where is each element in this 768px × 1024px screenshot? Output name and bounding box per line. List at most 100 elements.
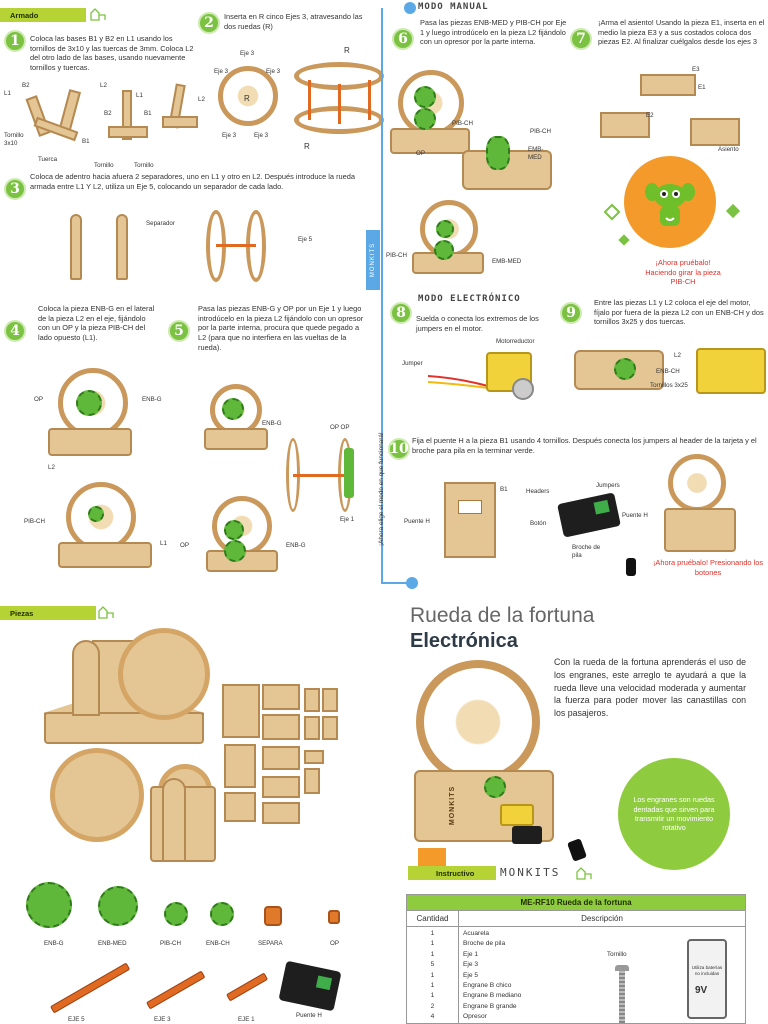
step-7-seat-b: [690, 118, 740, 146]
step-3-wheel-side: [206, 210, 270, 282]
part-eje5-rod: [50, 962, 131, 1014]
step-6-number: 6: [392, 28, 414, 50]
part-op: [328, 910, 340, 924]
label-pibch-6b: PIB-CH: [530, 128, 551, 135]
step-2-wheel-flat: [218, 66, 278, 126]
step-6-text: Pasa las piezas ENB-MED y PIB-CH por Eje…: [420, 18, 567, 47]
part-label-4: ENB-CH: [206, 940, 230, 947]
step-6-gear-c: [436, 220, 454, 238]
step-6-gear-a: [414, 86, 436, 108]
piece-l2-upright: [162, 778, 186, 862]
label-boton: Botón: [530, 520, 547, 527]
label-tornillo-b: Tornillo: [134, 162, 154, 169]
bom-table: ME-RF10 Rueda de la fortuna Cantidad Des…: [406, 894, 746, 1024]
label-broche: Broche de pila: [572, 544, 601, 560]
step-7-e1-piece: [640, 74, 696, 96]
step-10-final-base: [664, 508, 736, 552]
part-pibch-gear: [164, 902, 188, 926]
bom-col-qty: Cantidad: [407, 911, 459, 926]
bom-row-desc: Eje 5: [463, 971, 479, 979]
step-10-number: 10: [388, 438, 410, 460]
bom-row-qty: 1: [430, 940, 435, 948]
label-enbg-5b: ENB-G: [286, 542, 306, 549]
battery-voltage: 9V: [695, 985, 708, 996]
step-1-text: Coloca las bases B1 y B2 en L1 usando lo…: [30, 34, 194, 72]
step-10-board: [557, 492, 621, 538]
step-6-base: [390, 128, 470, 154]
monkits-side-label: MONKITS: [370, 242, 376, 278]
bom-header: ME-RF10 Rueda de la fortuna: [407, 895, 745, 911]
step-5-gear-enbg: [222, 398, 244, 420]
label-tornillo-3x10: Tornillo 3x10: [4, 132, 24, 148]
step-9-number: 9: [560, 302, 582, 324]
label-tornillo-a: Tornillo: [94, 162, 114, 169]
step-5-number: 5: [168, 320, 190, 342]
label-l1-4: L1: [160, 540, 167, 547]
label-b2-1b: B2: [104, 110, 112, 117]
step-10-b1-piece: [444, 482, 496, 558]
bom-row-qty: 5: [430, 961, 435, 969]
step-8-wires: [427, 372, 489, 390]
step-5-text: Pasa las piezas ENB-G y OP por un Eje 1 …: [198, 304, 364, 352]
step-2-text: Inserta en R cinco Ejes 3, atravesando l…: [224, 12, 363, 31]
bom-row-qty: 4: [430, 1013, 435, 1021]
label-l2-1b: L2: [198, 96, 205, 103]
step-4-text: Coloca la pieza ENB-G en el lateral de l…: [38, 304, 155, 342]
bom-row-qty: 1: [430, 930, 435, 937]
label-op-op: OP OP: [330, 424, 350, 431]
bom-title: ME-RF10 Rueda de la fortuna: [520, 898, 632, 907]
label-headers: Headers: [526, 488, 550, 495]
label-r-wheel: R: [244, 94, 250, 103]
monkits-side-tab: MONKITS: [366, 230, 380, 290]
part-label-6: OP: [330, 940, 339, 947]
part-enbg-gear: [26, 882, 72, 928]
step-6-gear-b: [414, 108, 436, 130]
piece-l1-upper: [72, 640, 100, 716]
label-enbch-9: ENB-CH: [656, 368, 680, 375]
part-label-5: SEPARA: [258, 940, 283, 947]
label-op-5: OP: [180, 542, 189, 549]
step-7-seat-a: [600, 112, 650, 138]
step-9-motor: [696, 348, 766, 394]
step-3-l2-piece: [116, 214, 128, 280]
product-title-2: Electrónica: [410, 630, 518, 652]
product-description: Con la rueda de la fortuna aprenderás el…: [554, 657, 746, 718]
bom-row-desc: Eje 3: [463, 961, 479, 969]
side-question-text: ¡Ahora elige el modo en que funcionará!: [378, 432, 385, 546]
label-eje3-c: Eje 3: [266, 68, 281, 75]
piezas-tag-label: Piezas: [10, 608, 34, 618]
bom-col-desc: Descripción: [581, 914, 623, 923]
bottom-dot: [406, 577, 418, 589]
home-tree-icon: [90, 7, 106, 21]
label-l2-4: L2: [48, 464, 55, 471]
label-eje3-a: Eje 3: [240, 50, 255, 57]
label-eje3-e: Eje 3: [254, 132, 269, 139]
label-b2-1: B2: [22, 82, 30, 89]
top-dot: [404, 2, 416, 14]
armado-tag: Armado: [0, 8, 86, 22]
step-4-number: 4: [4, 320, 26, 342]
mode-electronico-title: MODO ELECTRÓNICO: [418, 294, 521, 304]
info-bubble: Los engranes son ruedas dentadas que sir…: [618, 758, 730, 870]
step-5-gear-top: [224, 520, 244, 540]
product-motor: [500, 804, 534, 826]
step-6-gear-d: [434, 240, 454, 260]
step-2-wheel-3d: [294, 62, 384, 136]
step-6-detail-gear: [486, 136, 510, 170]
instructivo-tag: Instructivo: [408, 866, 496, 880]
pieces-grid: [220, 684, 340, 844]
part-label-3: PIB-CH: [160, 940, 181, 947]
step-1-illustration: [4, 80, 204, 170]
bom-row-qty: 1: [430, 950, 435, 958]
label-puenteh-10: Puente H: [404, 518, 430, 525]
step-10-text: Fija el puente H a la pieza B1 usando 4 …: [412, 436, 757, 455]
vertical-divider: [381, 8, 383, 584]
piezas-tag: Piezas: [0, 606, 96, 620]
part-separa: [264, 906, 282, 926]
bom-row-desc: Engrane B grande: [463, 1002, 517, 1010]
label-l2-1: L2: [100, 82, 107, 89]
part-label-1: ENB-G: [44, 940, 64, 947]
product-wheel: [416, 660, 540, 784]
